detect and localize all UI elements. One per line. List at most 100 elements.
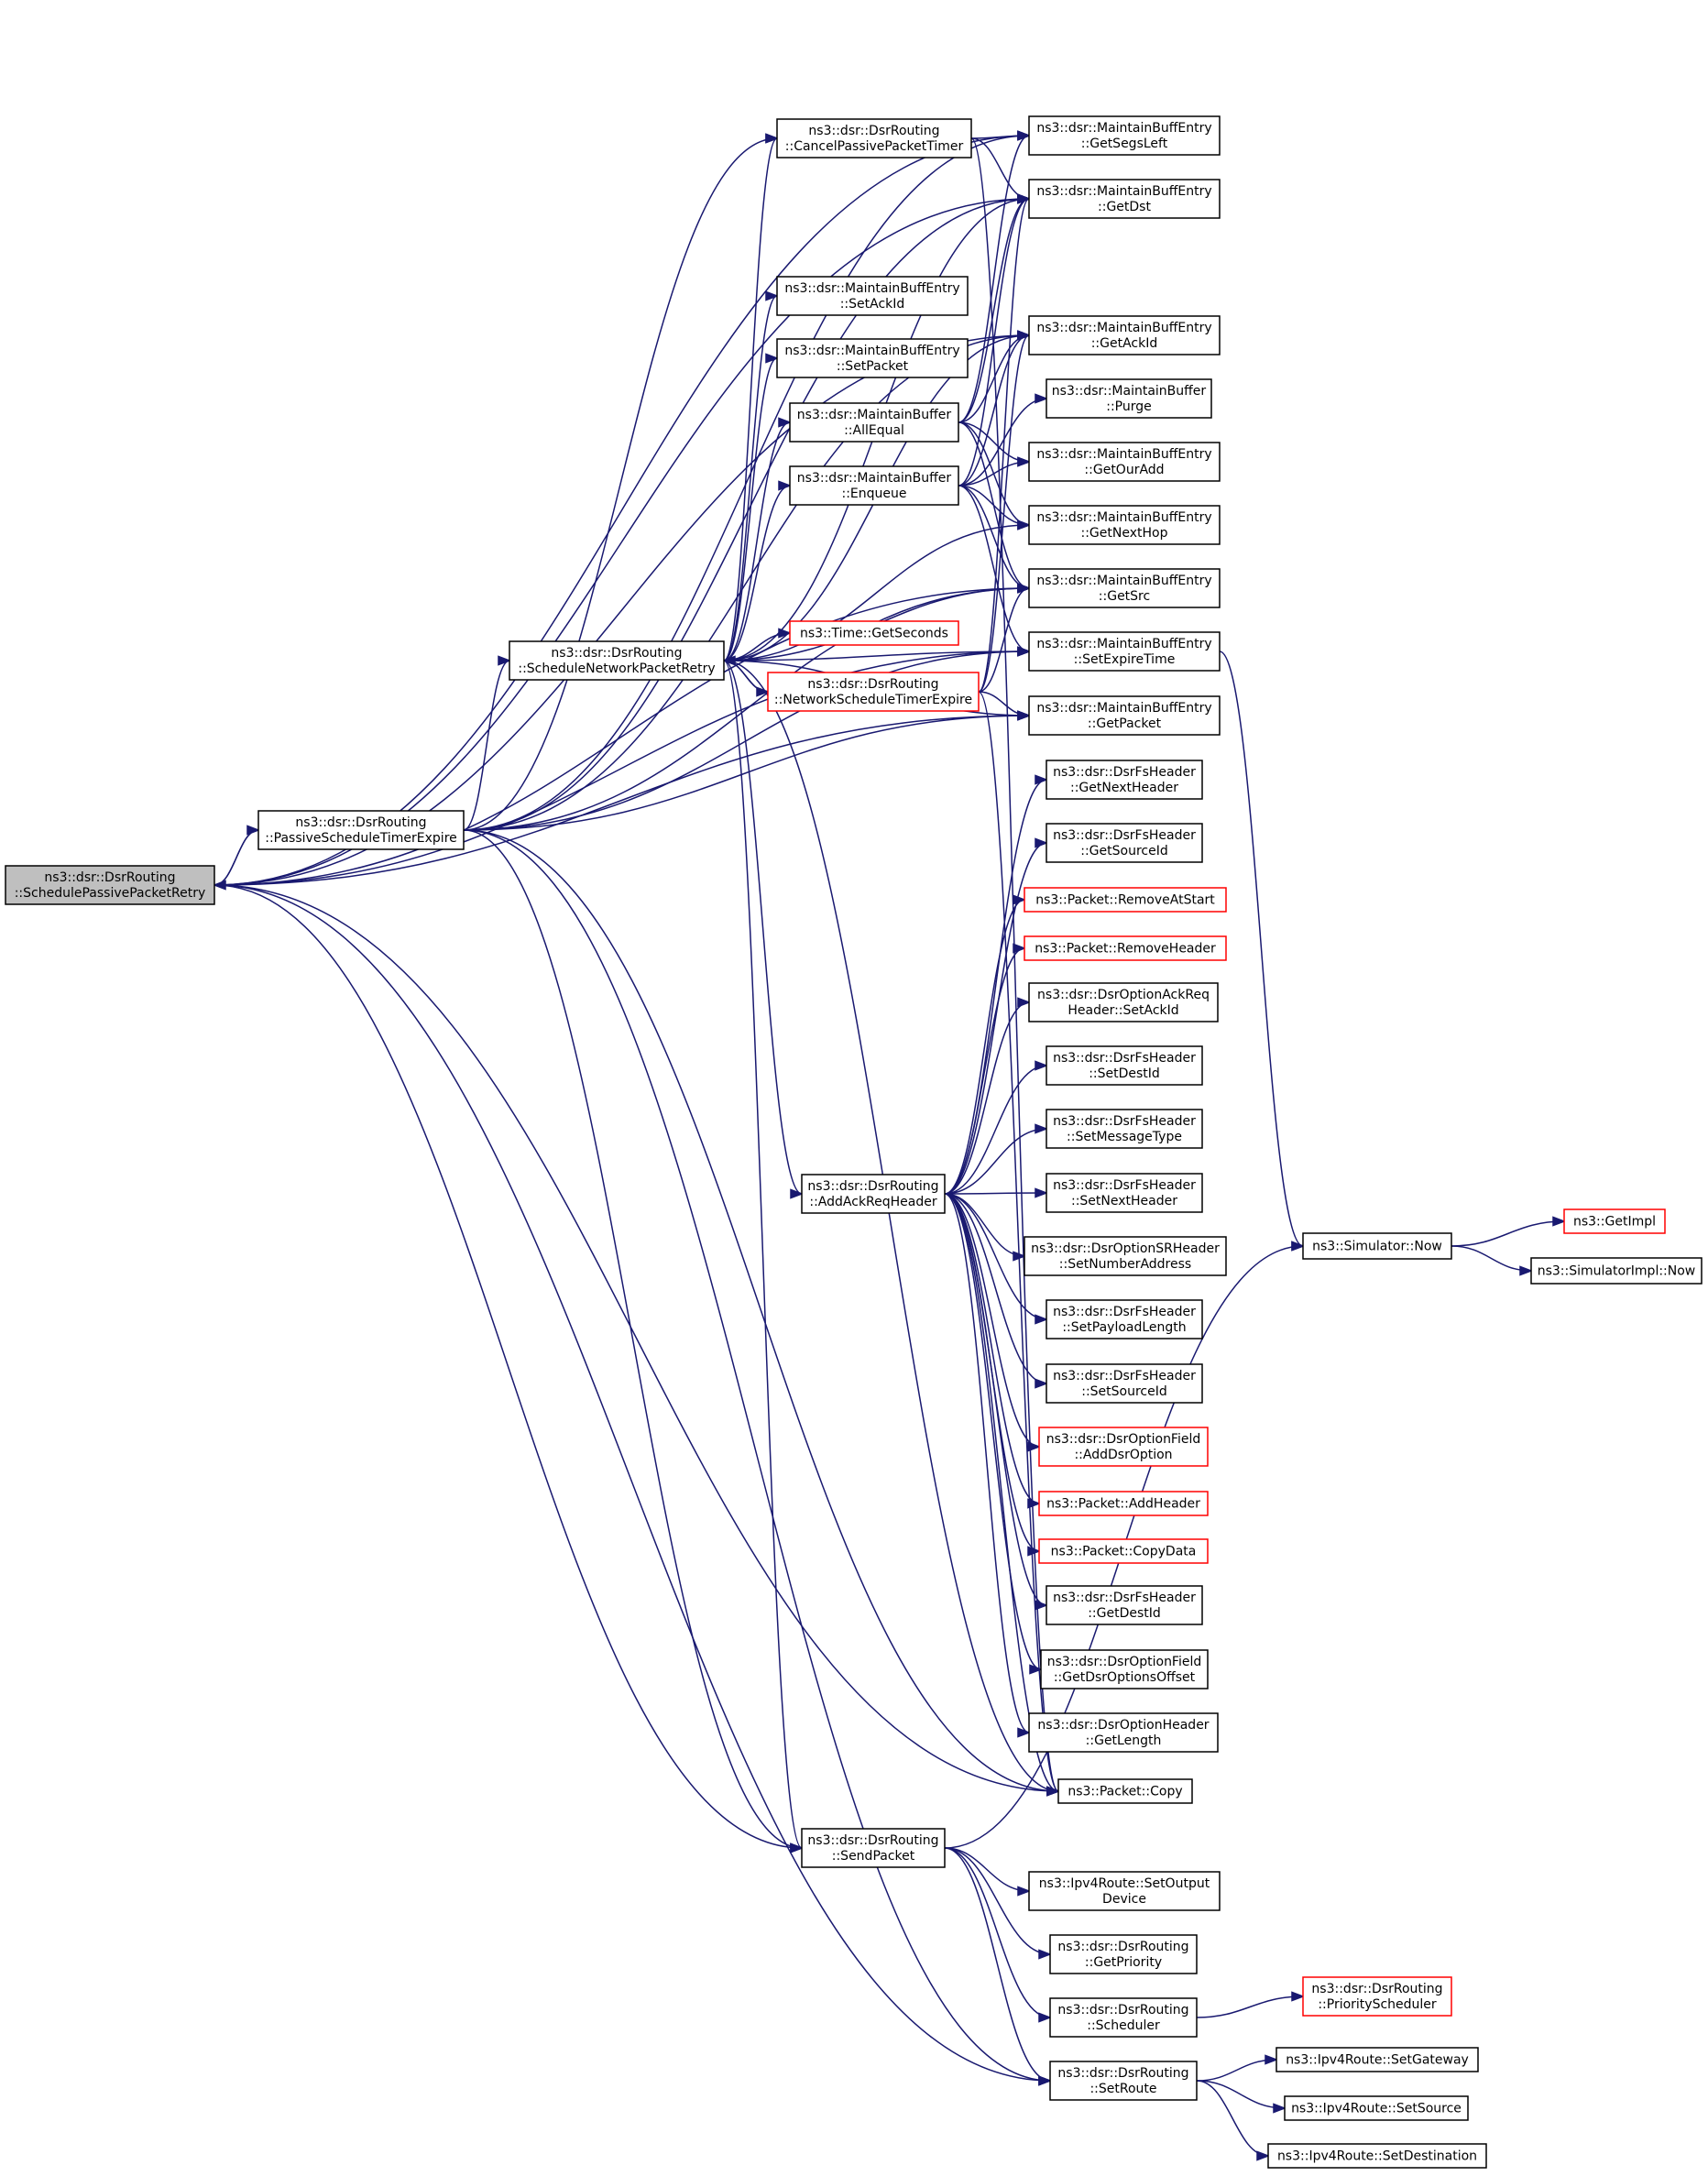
node-box bbox=[1046, 1299, 1203, 1339]
node-getdestid[interactable]: ns3::dsr::DsrFsHeader::GetDestId bbox=[1046, 1585, 1203, 1625]
edge-line bbox=[214, 884, 1059, 1792]
edge-arrowhead bbox=[1291, 1241, 1306, 1252]
node-purge[interactable]: ns3::dsr::MaintainBuffer::Purge bbox=[1046, 378, 1212, 419]
node-copy[interactable]: ns3::Packet::Copy bbox=[1057, 1778, 1193, 1804]
node-snpr[interactable]: ns3::dsr::DsrRouting::ScheduleNetworkPac… bbox=[509, 640, 725, 681]
node-setnextheader[interactable]: ns3::dsr::DsrFsHeader::SetNextHeader bbox=[1046, 1173, 1203, 1213]
node-getackid[interactable]: ns3::dsr::MaintainBuffEntry::GetAckId bbox=[1028, 315, 1221, 355]
edge-scheduler-to-priosched bbox=[1196, 1991, 1306, 2018]
edge-line bbox=[944, 1193, 1047, 1320]
node-cppt[interactable]: ns3::dsr::DsrRouting::CancelPassivePacke… bbox=[776, 118, 972, 159]
edge-line bbox=[723, 485, 791, 662]
edge-arrowhead bbox=[1017, 583, 1032, 594]
node-box bbox=[1046, 1363, 1203, 1404]
edge-addack-to-removeatstart bbox=[944, 894, 1027, 1195]
edge-allequal-to-getnexthop bbox=[958, 421, 1032, 530]
node-label: ns3::dsr::DsrOptionField bbox=[1047, 1655, 1202, 1669]
node-copydata[interactable]: ns3::Packet::CopyData bbox=[1038, 1538, 1209, 1564]
node-label: ns3::dsr::DsrFsHeader bbox=[1053, 1591, 1196, 1605]
node-removeheader[interactable]: ns3::Packet::RemoveHeader bbox=[1024, 935, 1227, 961]
node-getpriority[interactable]: ns3::dsr::DsrRouting::GetPriority bbox=[1049, 1934, 1198, 1974]
edge-line bbox=[958, 334, 1030, 487]
node-scheduler[interactable]: ns3::dsr::DsrRouting::Scheduler bbox=[1049, 1997, 1198, 2038]
node-enqueue[interactable]: ns3::dsr::MaintainBuffer::Enqueue bbox=[789, 465, 959, 506]
edge-arrowhead bbox=[1035, 1060, 1049, 1071]
node-simimplnow[interactable]: ns3::SimulatorImpl::Now bbox=[1530, 1257, 1703, 1285]
edge-arrowhead bbox=[778, 417, 793, 428]
node-getpacket[interactable]: ns3::dsr::MaintainBuffEntry::GetPacket bbox=[1028, 695, 1221, 736]
node-label: ::AddDsrOption bbox=[1074, 1448, 1172, 1462]
node-setpayload[interactable]: ns3::dsr::DsrFsHeader::SetPayloadLength bbox=[1046, 1299, 1203, 1339]
node-getnexthop[interactable]: ns3::dsr::MaintainBuffEntry::GetNextHop bbox=[1028, 505, 1221, 545]
node-sendpacket[interactable]: ns3::dsr::DsrRouting::SendPacket bbox=[801, 1828, 946, 1868]
node-nste[interactable]: ns3::dsr::DsrRouting::NetworkScheduleTim… bbox=[767, 672, 980, 712]
node-optackreq[interactable]: ns3::dsr::DsrOptionAckReqHeader::SetAckI… bbox=[1028, 982, 1219, 1022]
node-getdst[interactable]: ns3::dsr::MaintainBuffEntry::GetDst bbox=[1028, 179, 1221, 219]
edge-arrowhead bbox=[778, 480, 793, 491]
edge-addack-to-getdsroptoff bbox=[944, 1193, 1044, 1675]
node-getsourceid[interactable]: ns3::dsr::DsrFsHeader::GetSourceId bbox=[1046, 823, 1203, 863]
node-getsrc[interactable]: ns3::dsr::MaintainBuffEntry::GetSrc bbox=[1028, 568, 1221, 608]
node-getsegsleft[interactable]: ns3::dsr::MaintainBuffEntry::GetSegsLeft bbox=[1028, 115, 1221, 156]
node-label: ::GetAckId bbox=[1091, 336, 1158, 351]
node-box bbox=[767, 672, 980, 712]
node-label: ::PriorityScheduler bbox=[1318, 1997, 1437, 2012]
node-adddsropt[interactable]: ns3::dsr::DsrOptionField::AddDsrOption bbox=[1038, 1427, 1209, 1467]
node-getnextheader[interactable]: ns3::dsr::DsrFsHeader::GetNextHeader bbox=[1046, 760, 1203, 800]
node-box bbox=[1038, 1491, 1209, 1516]
node-setpacket[interactable]: ns3::dsr::MaintainBuffEntry::SetPacket bbox=[776, 338, 969, 378]
node-removeatstart[interactable]: ns3::Packet::RemoveAtStart bbox=[1024, 887, 1227, 913]
node-label: ::SetNumberAddress bbox=[1059, 1257, 1191, 1272]
edge-line bbox=[944, 1193, 1059, 1792]
edge-root-to-sendpacket bbox=[214, 884, 805, 1853]
node-addack[interactable]: ns3::dsr::DsrRouting::AddAckReqHeader bbox=[801, 1174, 946, 1214]
node-label: ::GetSegsLeft bbox=[1081, 137, 1168, 151]
node-box bbox=[1024, 935, 1227, 961]
node-getimpl[interactable]: ns3::GetImpl bbox=[1563, 1208, 1666, 1234]
edge-line bbox=[944, 1128, 1047, 1195]
node-setroute[interactable]: ns3::dsr::DsrRouting::SetRoute bbox=[1049, 2061, 1198, 2101]
node-label: ns3::dsr::DsrFsHeader bbox=[1053, 1114, 1196, 1129]
edge-line bbox=[463, 587, 1030, 831]
node-now[interactable]: ns3::Simulator::Now bbox=[1302, 1232, 1452, 1260]
node-setdestid[interactable]: ns3::dsr::DsrFsHeader::SetDestId bbox=[1046, 1045, 1203, 1086]
edge-arrowhead bbox=[1017, 1886, 1032, 1897]
edge-line bbox=[978, 334, 1030, 693]
edge-line bbox=[944, 1193, 1040, 1504]
node-setnumaddr[interactable]: ns3::dsr::DsrOptionSRHeader::SetNumberAd… bbox=[1024, 1236, 1227, 1276]
edge-arrowhead bbox=[1035, 837, 1049, 848]
edge-allequal-to-getsegsleft bbox=[958, 130, 1032, 423]
node-label: ns3::dsr::DsrFsHeader bbox=[1053, 828, 1196, 843]
node-getlength[interactable]: ns3::dsr::DsrOptionHeader::GetLength bbox=[1028, 1712, 1219, 1753]
node-setgateway[interactable]: ns3::Ipv4Route::SetGateway bbox=[1276, 2047, 1479, 2072]
node-setsource[interactable]: ns3::Ipv4Route::SetSource bbox=[1284, 2095, 1469, 2121]
node-getdsroptoff[interactable]: ns3::dsr::DsrOptionField::GetDsrOptionsO… bbox=[1040, 1649, 1209, 1689]
node-setexpire[interactable]: ns3::dsr::MaintainBuffEntry::SetExpireTi… bbox=[1028, 631, 1221, 672]
node-setmsgtype[interactable]: ns3::dsr::DsrFsHeader::SetMessageType bbox=[1046, 1109, 1203, 1149]
node-box bbox=[1040, 1649, 1209, 1689]
edge-arrowhead bbox=[1035, 1600, 1049, 1611]
node-addheader[interactable]: ns3::Packet::AddHeader bbox=[1038, 1491, 1209, 1516]
node-root[interactable]: ns3::dsr::DsrRouting::SchedulePassivePac… bbox=[5, 865, 215, 905]
node-allequal[interactable]: ns3::dsr::MaintainBuffer::AllEqual bbox=[789, 402, 959, 443]
node-label: ns3::dsr::MaintainBuffer bbox=[797, 408, 952, 422]
node-priosched[interactable]: ns3::dsr::DsrRouting::PriorityScheduler bbox=[1302, 1976, 1452, 2017]
node-box bbox=[1028, 115, 1221, 156]
node-setdest[interactable]: ns3::Ipv4Route::SetDestination bbox=[1267, 2143, 1487, 2169]
node-box bbox=[1046, 1173, 1203, 1213]
node-box bbox=[1057, 1778, 1193, 1804]
node-setsourceid[interactable]: ns3::dsr::DsrFsHeader::SetSourceId bbox=[1046, 1363, 1203, 1404]
node-label: ns3::dsr::MaintainBuffer bbox=[1052, 384, 1207, 399]
node-pste[interactable]: ns3::dsr::DsrRouting::PassiveScheduleTim… bbox=[257, 810, 465, 850]
node-box bbox=[1028, 179, 1221, 219]
node-label: ns3::Packet::RemoveAtStart bbox=[1035, 893, 1215, 908]
edge-snpr-to-addack bbox=[723, 660, 805, 1199]
edge-arrowhead bbox=[498, 655, 512, 666]
node-box bbox=[1024, 887, 1227, 913]
node-getseconds[interactable]: ns3::Time::GetSeconds bbox=[789, 620, 959, 646]
node-setackid[interactable]: ns3::dsr::MaintainBuffEntry::SetAckId bbox=[776, 276, 969, 316]
node-box bbox=[1046, 1109, 1203, 1149]
node-getouradd[interactable]: ns3::dsr::MaintainBuffEntry::GetOurAdd bbox=[1028, 442, 1221, 482]
node-box bbox=[1302, 1976, 1452, 2017]
